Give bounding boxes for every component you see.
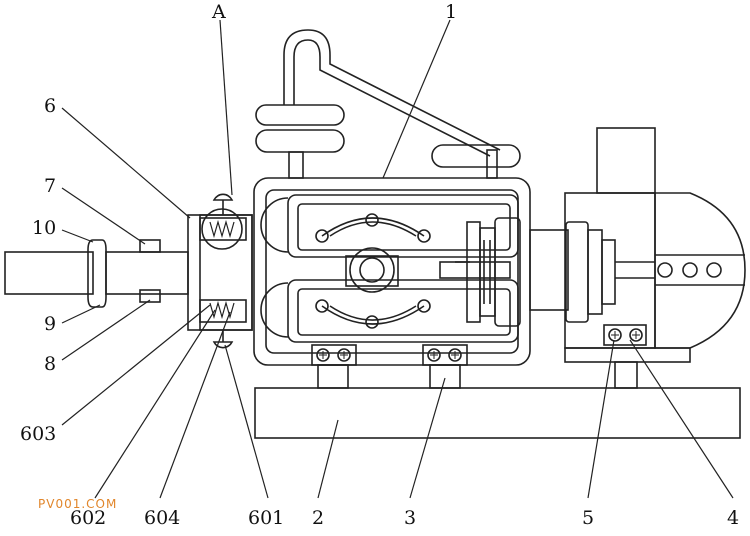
label-603: 603 — [20, 423, 56, 445]
label-A: A — [211, 1, 226, 23]
pump-housing-outer — [253, 177, 531, 366]
lower-track — [321, 305, 425, 325]
motor-coupling — [601, 239, 616, 305]
bolt-plate — [422, 344, 468, 366]
support-foot-middle — [429, 364, 461, 389]
vessel-lower — [255, 129, 345, 153]
label-9: 9 — [44, 313, 56, 335]
roller — [315, 229, 329, 243]
central-hub-bore — [359, 257, 385, 283]
arc-lower — [260, 282, 289, 338]
support-foot-left — [317, 364, 349, 389]
lower-chamber-inner — [297, 288, 511, 336]
top-pipe — [283, 29, 501, 151]
bolt — [608, 328, 622, 342]
roller — [315, 299, 329, 313]
bolt-plate — [311, 344, 357, 366]
label-604: 604 — [144, 507, 180, 529]
motor-nose — [654, 192, 746, 349]
label-3: 3 — [404, 507, 416, 529]
roller — [417, 299, 431, 313]
pipe-connector — [105, 251, 189, 295]
label-4: 4 — [727, 507, 739, 529]
top-pipe-inner — [293, 39, 491, 157]
motor-base-rail — [564, 347, 691, 363]
pipe-clip-top — [139, 239, 161, 253]
bolt — [629, 328, 643, 342]
support-foot-right — [614, 361, 638, 389]
coupling-body — [494, 217, 521, 327]
label-1: 1 — [445, 1, 457, 23]
watermark: PV001.COM — [38, 497, 118, 511]
bolt-slot — [319, 331, 640, 359]
vessel-right — [431, 144, 521, 168]
spring-bottom — [209, 300, 235, 320]
pipe-flange — [87, 239, 107, 308]
bolt — [427, 348, 441, 362]
motor-coupling — [565, 221, 589, 323]
roller — [365, 213, 379, 227]
label-2: 2 — [312, 507, 324, 529]
clamp-bar-bottom — [199, 299, 247, 323]
clamp-bar-top — [199, 217, 247, 241]
upper-track — [321, 217, 425, 237]
outlet-pipe — [4, 251, 94, 295]
upper-track-inner — [329, 221, 417, 237]
arc-upper — [260, 197, 289, 253]
bolt — [448, 348, 462, 362]
label-6: 6 — [44, 95, 56, 117]
vessel-upper — [255, 104, 345, 126]
pump-housing-inner — [265, 189, 519, 354]
leader-lines — [61, 19, 734, 499]
pipe-clip-bottom — [139, 289, 161, 303]
bolt — [316, 348, 330, 362]
vent-hole — [682, 262, 698, 278]
upper-chamber-inner — [297, 203, 511, 251]
vent-hole — [657, 262, 673, 278]
motor-coupling — [587, 229, 603, 315]
clamp-inner — [199, 214, 253, 331]
roller — [365, 315, 379, 329]
base-platform — [254, 387, 741, 439]
vessel-stem — [288, 151, 304, 179]
hub-mount — [345, 255, 399, 287]
connector-shaft — [529, 229, 569, 311]
bolt — [337, 348, 351, 362]
lower-chamber — [287, 279, 519, 343]
knob-top — [212, 193, 234, 201]
shaft — [439, 261, 511, 279]
motor-top-box — [596, 127, 656, 194]
label-5: 5 — [582, 507, 594, 529]
roller — [417, 229, 431, 243]
coupling-body — [479, 227, 496, 317]
label-10: 10 — [32, 217, 56, 239]
central-hub — [349, 247, 395, 293]
label-8: 8 — [44, 353, 56, 375]
coupling-flange — [466, 221, 481, 323]
bolt-plate — [603, 324, 647, 346]
label-601: 601 — [248, 507, 284, 529]
knob-bottom — [212, 341, 234, 349]
detail-circle-A — [201, 208, 243, 250]
upper-chamber — [287, 194, 519, 258]
label-602: 602 — [70, 507, 106, 529]
spring-top — [209, 219, 235, 239]
lower-track-inner — [329, 305, 417, 321]
label-7: 7 — [44, 175, 56, 197]
vent-hole — [706, 262, 722, 278]
vessel-right-stem — [486, 149, 498, 179]
